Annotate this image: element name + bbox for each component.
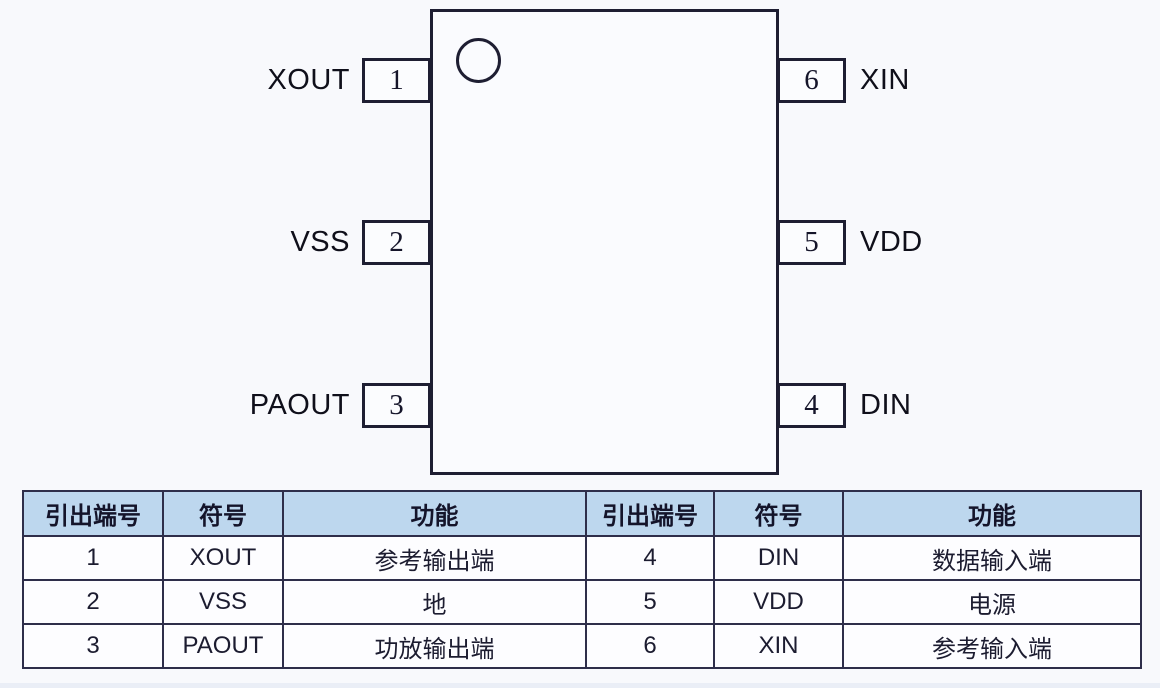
- cell-symbol: VDD: [713, 579, 844, 625]
- header-function-left: 功能: [282, 490, 587, 537]
- pin-2-label: VSS: [290, 226, 350, 258]
- pin-4: 4 DIN: [777, 383, 1160, 428]
- pin-5-number: 5: [804, 226, 819, 258]
- cell-function: 地: [282, 579, 587, 625]
- cell-pin-number: 4: [585, 535, 715, 581]
- pin-1-label: XOUT: [267, 64, 350, 96]
- pin-6-box: 6: [777, 58, 846, 103]
- header-symbol-right: 符号: [713, 490, 844, 537]
- chip-body: [430, 9, 779, 475]
- pin-2-number: 2: [389, 226, 404, 258]
- pin-6-number: 6: [804, 64, 819, 96]
- bottom-edge-strip: [0, 683, 1160, 688]
- table-row: 2 VSS 地 5 VDD 电源: [22, 579, 1142, 625]
- pin-1: XOUT 1: [0, 58, 431, 103]
- cell-pin-number: 5: [585, 579, 715, 625]
- pin-3: PAOUT 3: [0, 383, 431, 428]
- pin1-marker-circle-icon: [456, 38, 501, 83]
- header-pin-number-left: 引出端号: [22, 490, 164, 537]
- pin-3-number: 3: [389, 389, 404, 421]
- table-row: 3 PAOUT 功放输出端 6 XIN 参考输入端: [22, 623, 1142, 669]
- cell-symbol: XIN: [713, 623, 844, 669]
- pin-5-label: VDD: [860, 226, 923, 258]
- cell-pin-number: 3: [22, 623, 164, 669]
- table-row: 1 XOUT 参考输出端 4 DIN 数据输入端: [22, 535, 1142, 581]
- pin-function-table: 引出端号 符号 功能 引出端号 符号 功能 1 XOUT 参考输出端 4 DIN…: [22, 490, 1142, 669]
- pin-6: 6 XIN: [777, 58, 1160, 103]
- cell-pin-number: 2: [22, 579, 164, 625]
- cell-symbol: XOUT: [162, 535, 284, 581]
- cell-function: 参考输入端: [842, 623, 1142, 669]
- pin-5: 5 VDD: [777, 220, 1160, 265]
- pin-1-box: 1: [362, 58, 431, 103]
- cell-function: 参考输出端: [282, 535, 587, 581]
- pin-5-box: 5: [777, 220, 846, 265]
- cell-symbol: DIN: [713, 535, 844, 581]
- pin-2-box: 2: [362, 220, 431, 265]
- cell-function: 功放输出端: [282, 623, 587, 669]
- cell-function: 数据输入端: [842, 535, 1142, 581]
- cell-symbol: PAOUT: [162, 623, 284, 669]
- pin-6-label: XIN: [860, 64, 910, 96]
- pin-4-number: 4: [804, 389, 819, 421]
- pin-3-label: PAOUT: [249, 389, 350, 421]
- header-pin-number-right: 引出端号: [585, 490, 715, 537]
- header-symbol-left: 符号: [162, 490, 284, 537]
- pin-4-label: DIN: [860, 389, 912, 421]
- cell-function: 电源: [842, 579, 1142, 625]
- header-function-right: 功能: [842, 490, 1142, 537]
- pin-4-box: 4: [777, 383, 846, 428]
- cell-symbol: VSS: [162, 579, 284, 625]
- cell-pin-number: 6: [585, 623, 715, 669]
- cell-pin-number: 1: [22, 535, 164, 581]
- pin-1-number: 1: [389, 64, 404, 96]
- pin-2: VSS 2: [0, 220, 431, 265]
- pin-3-box: 3: [362, 383, 431, 428]
- table-header-row: 引出端号 符号 功能 引出端号 符号 功能: [22, 490, 1142, 537]
